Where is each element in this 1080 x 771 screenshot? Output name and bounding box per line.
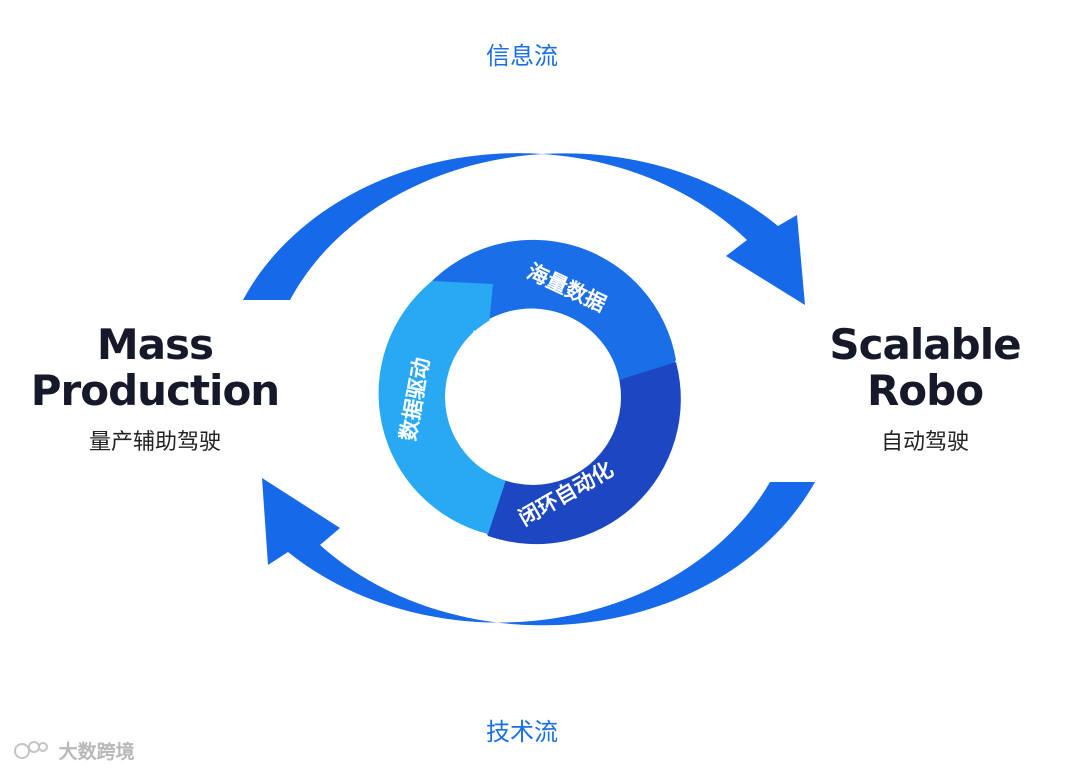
outer-top-arrow — [243, 153, 805, 305]
outer-bottom-arrow — [262, 478, 815, 626]
right-title-line1: Scalable — [829, 320, 1021, 369]
right-label-block: Scalable Robo 自动驾驶 — [800, 322, 1050, 456]
watermark-logo-icon — [14, 739, 48, 766]
watermark: 大数跨境 — [14, 737, 135, 766]
left-title-line2: Production — [30, 366, 280, 415]
bottom-flow-label: 技术流 — [486, 718, 558, 746]
left-label-block: Mass Production 量产辅助驾驶 — [20, 322, 290, 456]
left-title-line1: Mass — [96, 320, 214, 369]
inner-segment-top — [428, 239, 676, 408]
watermark-text: 大数跨境 — [58, 741, 135, 763]
inner-hole — [445, 309, 621, 485]
right-subtitle: 自动驾驶 — [880, 430, 969, 455]
left-subtitle: 量产辅助驾驶 — [88, 430, 221, 455]
right-title-line2: Robo — [866, 366, 984, 415]
top-flow-label: 信息流 — [486, 42, 558, 70]
